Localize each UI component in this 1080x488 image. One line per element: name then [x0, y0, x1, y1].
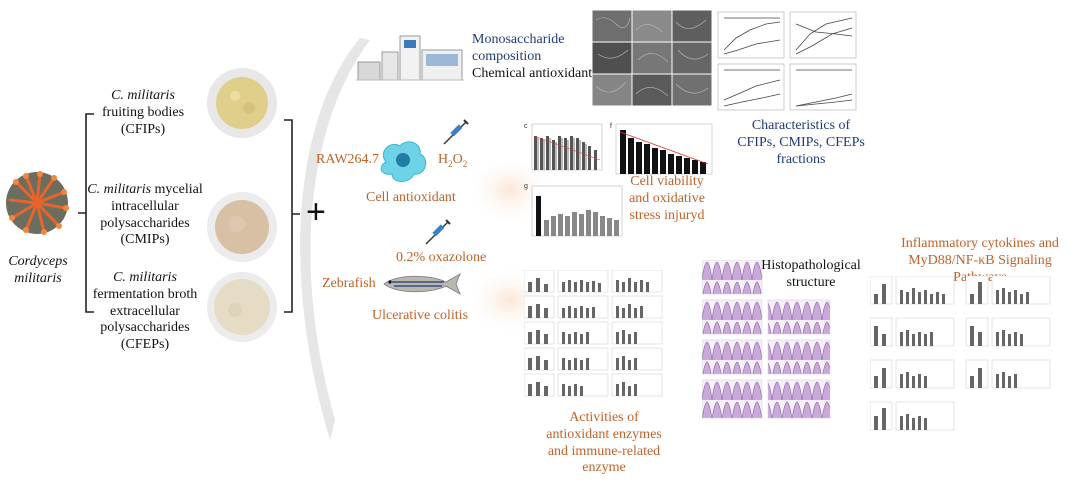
macrophage-cell-icon [380, 141, 427, 182]
cfips-powder-dish [207, 68, 277, 138]
chart-label-c: c [524, 123, 528, 130]
enzymes-label: Activities of antioxidant enzymes and im… [546, 410, 662, 476]
plus-sign: + [306, 193, 326, 231]
syringe-icon [443, 119, 469, 145]
h2o2-label: H2O2 [438, 152, 468, 169]
oxazolone-label: 0.2% oxazolone [396, 250, 487, 265]
cell-viability-charts: c f g [524, 123, 713, 237]
chart-label-f: f [610, 123, 612, 130]
cmips-powder-dish [207, 192, 277, 262]
cfeps-powder-dish [207, 272, 277, 342]
right-bracket [284, 119, 300, 313]
inflammatory-charts [870, 276, 1051, 431]
cordyceps-image [6, 171, 69, 235]
histopathology-images [702, 260, 831, 419]
raw264-label: RAW264.7 [316, 152, 380, 167]
zebrafish-icon [383, 273, 461, 295]
cell-antioxidant-label: Cell antioxidant [366, 190, 456, 205]
hplc-instrument-image [356, 35, 464, 81]
chart-label-g: g [524, 183, 528, 190]
histopathology-label: Histopathological structure [761, 258, 861, 290]
zebrafish-label: Zebrafish [322, 276, 376, 291]
characteristics-line-plots [717, 11, 857, 111]
cell-viability-label: Cell viability and oxidative stress inju… [629, 174, 705, 223]
sample-cmips-label: C. militaris mycelial intracellular poly… [87, 182, 203, 248]
enzyme-activity-charts [524, 270, 663, 397]
syringe-icon-oxazolone [425, 219, 451, 245]
chemical-analysis-label: Monosaccharide composition Chemical anti… [472, 32, 593, 81]
sample-cfeps-label: C. militaris fermentation broth extracel… [92, 270, 198, 353]
sample-cfips-label: C. militaris fruiting bodies (CFIPs) [101, 88, 185, 137]
sem-image-grid [591, 9, 713, 107]
left-bracket [78, 113, 94, 313]
characteristics-caption: Characteristics of CFIPs, CMIPs, CFEPs f… [737, 118, 865, 167]
ulcerative-colitis-label: Ulcerative colitis [372, 308, 469, 323]
